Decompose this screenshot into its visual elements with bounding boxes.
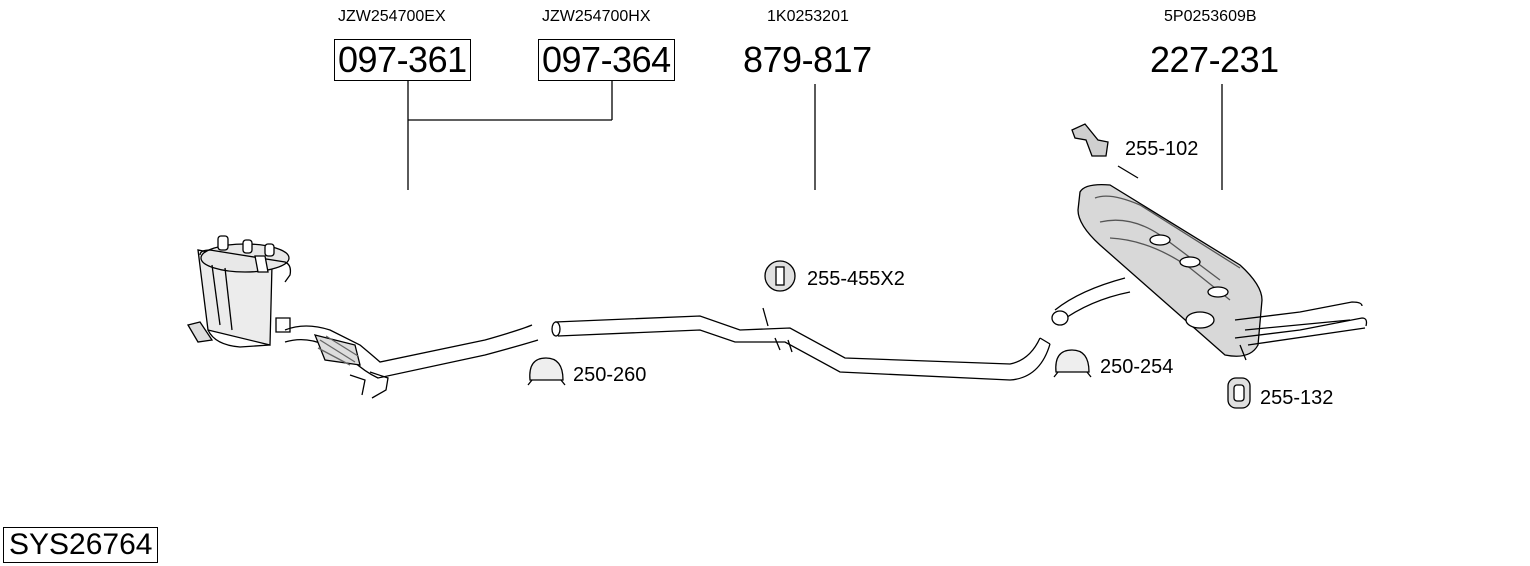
rear-silencer-drawing xyxy=(1051,184,1368,361)
clamp-icon-front xyxy=(527,357,566,386)
part-number[interactable]: 097-364 xyxy=(538,39,675,81)
part-number[interactable]: 879-817 xyxy=(743,39,872,80)
part-number[interactable]: 227-231 xyxy=(1150,39,1279,80)
part-oe-number: JZW254700EX xyxy=(338,8,446,25)
part-oe-number: 5P0253609B xyxy=(1164,8,1257,25)
hanger-rubber-icon xyxy=(764,260,796,292)
leader-lines xyxy=(407,80,1223,190)
accessory-label[interactable]: 255-102 xyxy=(1125,138,1199,160)
system-code-badge: SYS26764 xyxy=(3,527,159,563)
middle-pipe-drawing xyxy=(551,307,1051,381)
clamp-icon-rear xyxy=(1053,349,1092,378)
front-pipe-drawing xyxy=(284,324,539,399)
mounting-rubber-icon xyxy=(1227,377,1251,409)
part-number[interactable]: 097-361 xyxy=(334,39,471,81)
accessory-label[interactable]: 250-254 xyxy=(1100,356,1174,378)
part-oe-number: 1K0253201 xyxy=(767,8,849,25)
part-oe-number: JZW254700HX xyxy=(542,8,651,25)
accessory-label[interactable]: 250-260 xyxy=(573,364,647,386)
accessory-label[interactable]: 255-132 xyxy=(1260,387,1334,409)
accessory-label[interactable]: 255-455X2 xyxy=(807,268,905,290)
particulate-filter-drawing xyxy=(186,235,292,348)
bracket-icon xyxy=(1071,123,1139,179)
